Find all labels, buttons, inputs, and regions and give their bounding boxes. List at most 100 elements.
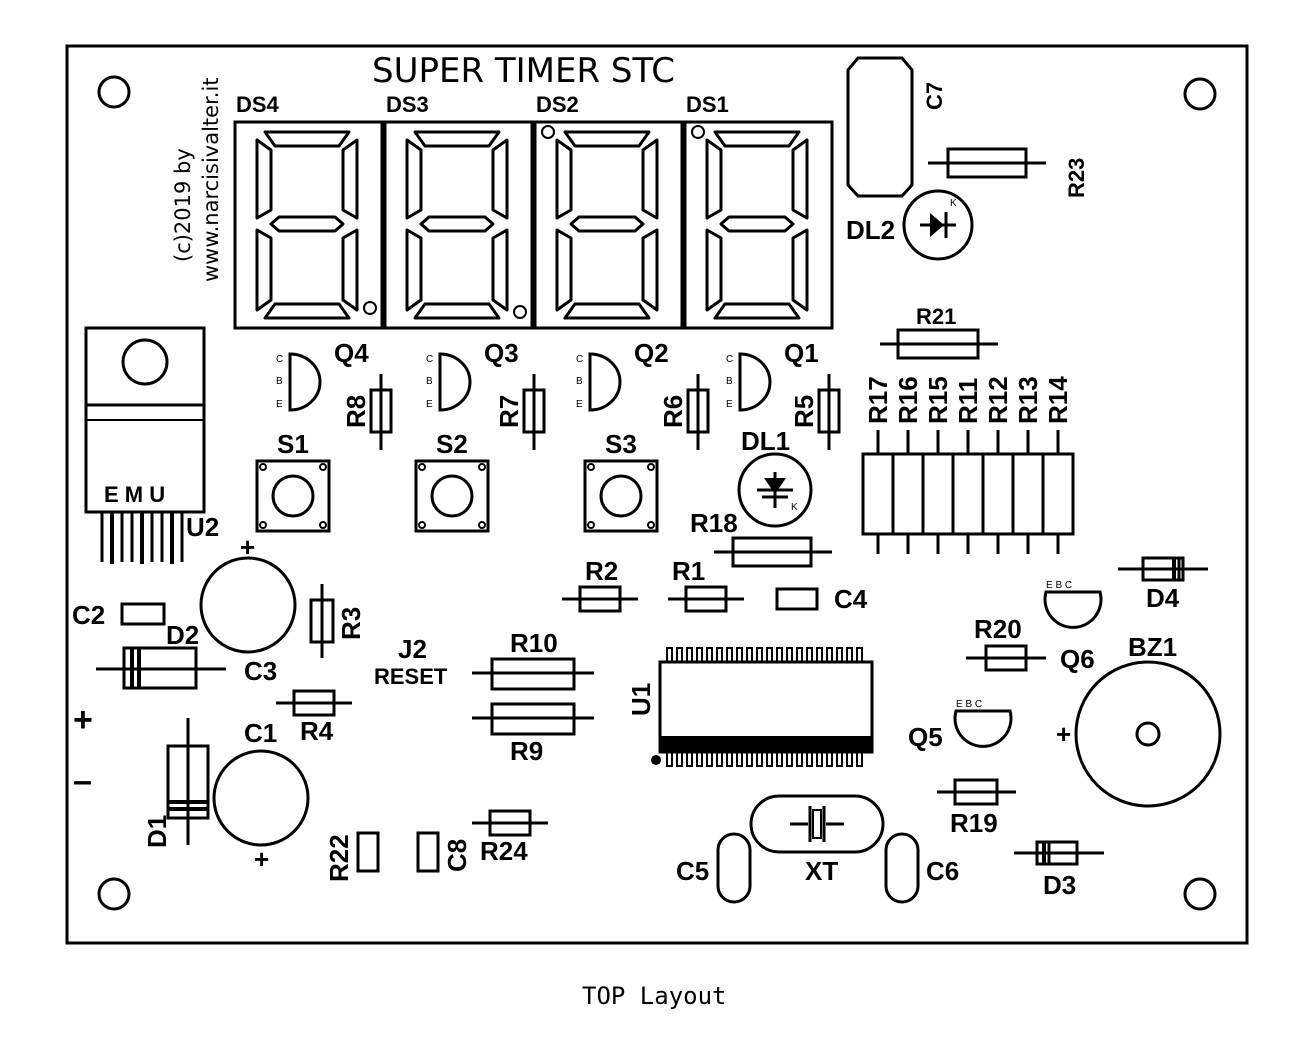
regulator-label: U2 xyxy=(186,512,219,542)
transistor: CB E Q2 xyxy=(576,338,669,412)
resistor-r3: R3 xyxy=(309,584,366,658)
transistor-pin-label: C xyxy=(276,354,283,365)
buzzer-bz1: + BZ1 xyxy=(1056,632,1222,808)
bz1-plus: + xyxy=(1056,719,1071,749)
transistor-label: Q4 xyxy=(334,338,369,368)
resistor-label: R5 xyxy=(789,395,819,428)
resistor-label: R6 xyxy=(658,395,688,428)
c6-label: C6 xyxy=(926,856,959,886)
r1-label: R1 xyxy=(672,556,705,586)
r9-label: R9 xyxy=(510,736,543,766)
r4-label: R4 xyxy=(300,716,334,746)
c3-plus: + xyxy=(240,532,255,562)
resistor-r21: R21 xyxy=(880,304,998,360)
r3-label: R3 xyxy=(336,607,366,640)
resistor-r23: R23 xyxy=(928,147,1089,198)
seven-segment-displays: DS4 DS3 DS2 DS1 xyxy=(233,92,834,330)
switch-label: S3 xyxy=(605,429,637,459)
switch-label: S1 xyxy=(277,429,309,459)
crystal-xt: XT xyxy=(749,794,885,886)
regulator-u2: E M U U2 xyxy=(84,326,219,564)
capacitor-c6: C6 xyxy=(884,832,959,904)
array-resistor-label: R13 xyxy=(1013,376,1043,424)
array-resistor-label: R15 xyxy=(923,376,953,424)
r22-label: R22 xyxy=(324,834,354,882)
switch-label: S2 xyxy=(436,429,468,459)
r18-label: R18 xyxy=(690,508,738,538)
transistor-label: Q3 xyxy=(484,338,519,368)
seven-segment-display xyxy=(383,120,534,330)
dl2-label: DL2 xyxy=(846,215,895,245)
tactile-switch: S1 xyxy=(255,429,331,533)
capacitor-c7: C7 xyxy=(846,56,947,198)
board-title: SUPER TIMER STC xyxy=(372,51,675,91)
credit-line-2: www.narcisivalter.it xyxy=(199,77,223,282)
transistor-q5: E B C Q5 xyxy=(908,699,1013,752)
q5-pins: E B C xyxy=(956,699,982,710)
credit-line-1: (c)2019 by xyxy=(171,148,195,262)
transistor-pin-label: C xyxy=(576,354,583,365)
transistor-pin-label: B xyxy=(426,376,433,387)
c7-label: C7 xyxy=(922,82,947,110)
dl1-k-label: K xyxy=(791,502,798,513)
q5-label: Q5 xyxy=(908,722,943,752)
r19-label: R19 xyxy=(950,808,998,838)
r21-label: R21 xyxy=(916,304,956,329)
resistor: R8 xyxy=(341,374,393,450)
transistor-label: Q2 xyxy=(634,338,669,368)
dl2-k-label: K xyxy=(950,198,957,209)
d1-label: D1 xyxy=(142,815,172,848)
tactile-switch: S3 xyxy=(583,429,659,533)
array-resistor-label: R16 xyxy=(893,376,923,424)
d2-label: D2 xyxy=(166,620,199,650)
r10-label: R10 xyxy=(510,628,558,658)
tactile-switch: S2 xyxy=(414,429,490,533)
power-minus: – xyxy=(73,762,92,800)
c1-plus: + xyxy=(254,844,269,874)
resistor-r2: R2 xyxy=(562,556,638,613)
seven-segment-display xyxy=(233,120,384,330)
array-resistor-label: R12 xyxy=(983,376,1013,424)
diode-d2: D2 xyxy=(96,620,226,690)
switch-row: S1 S2 S3 xyxy=(255,429,659,533)
seven-segment-display xyxy=(683,120,834,330)
q6-pins: E B C xyxy=(1046,580,1072,591)
board-outline xyxy=(65,44,1249,945)
diode-d1: D1 xyxy=(142,718,210,848)
transistor-pin-label: B xyxy=(276,376,283,387)
r24-label: R24 xyxy=(480,836,528,866)
resistor-row: R8 R7 R6 R5 xyxy=(341,374,841,450)
transistor-pin-label: E xyxy=(426,399,433,410)
transistor-pin-label: B xyxy=(576,376,583,387)
resistor-r10: R10 xyxy=(472,628,594,691)
transistor-pin-label: C xyxy=(426,354,433,365)
resistor-label: R8 xyxy=(341,395,371,428)
resistor: R5 xyxy=(789,374,841,450)
led-dl2: K DL2 xyxy=(846,189,974,261)
capacitor-c3: + C3 xyxy=(199,532,297,686)
c4-label: C4 xyxy=(834,584,868,614)
capacitor-c8: C8 xyxy=(416,831,472,873)
capacitor-c4: C4 xyxy=(775,584,868,614)
resistor-r4: R4 xyxy=(276,689,352,746)
c1-label: C1 xyxy=(244,718,277,748)
c3-label: C3 xyxy=(244,656,277,686)
resistor: R7 xyxy=(494,374,546,450)
capacitor-c5: C5 xyxy=(676,832,752,904)
c8-label: C8 xyxy=(442,839,472,872)
transistor-label: Q1 xyxy=(784,338,819,368)
transistor-q6: E B C Q6 xyxy=(1043,580,1103,674)
led-dl1: K DL1 xyxy=(737,426,813,528)
diode-d4: D4 xyxy=(1118,556,1208,613)
c2-label: C2 xyxy=(72,600,105,630)
resistor-r19: R19 xyxy=(937,778,1016,838)
transistor-pin-label: E xyxy=(576,399,583,410)
ic-u1: U1 xyxy=(626,647,874,767)
array-resistor-label: R14 xyxy=(1043,376,1073,424)
r23-label: R23 xyxy=(1064,158,1089,198)
